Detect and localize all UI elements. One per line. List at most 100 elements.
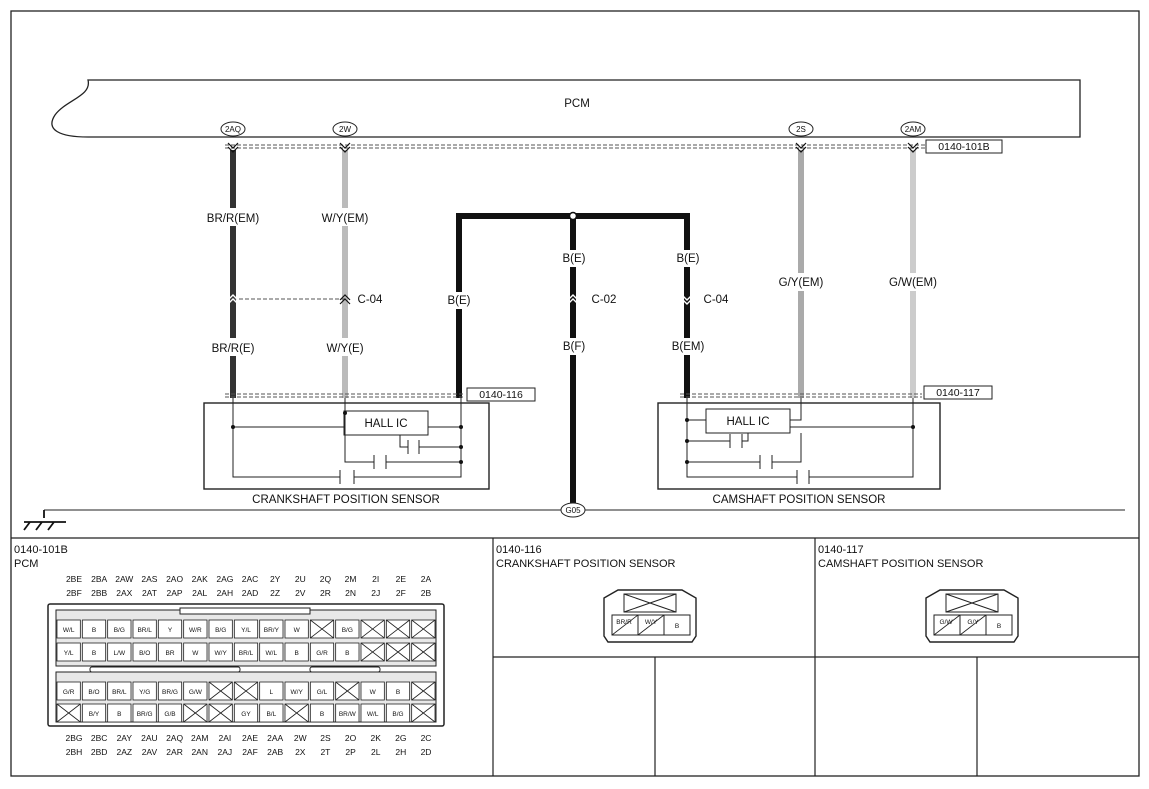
junction-dot bbox=[459, 425, 463, 429]
pcm-cell-empty bbox=[360, 619, 385, 639]
pcm-cell-empty bbox=[310, 619, 334, 639]
pcm-pin-label: 2M bbox=[345, 574, 357, 584]
pcm-cell bbox=[107, 619, 132, 639]
pcm-pin-label: 2L bbox=[371, 747, 381, 757]
ground: G05 bbox=[23, 502, 1125, 531]
pcm-pin-label: 2AK bbox=[192, 574, 208, 584]
pcm-cell bbox=[284, 642, 309, 662]
pcm-cell bbox=[259, 619, 284, 639]
cam-sensor-name: CAMSHAFT POSITION SENSOR bbox=[713, 494, 886, 506]
pcm-pin-label: 2Y bbox=[270, 574, 281, 584]
pcm-cell-label: L bbox=[270, 689, 274, 696]
pcm-pin-label: 2AH bbox=[217, 588, 234, 598]
pcm-cell bbox=[385, 703, 411, 723]
pcm-cell bbox=[157, 681, 183, 701]
pcm-cell bbox=[56, 681, 81, 701]
pcm-cell-label: W bbox=[294, 627, 301, 634]
wire-label-bg bbox=[556, 338, 592, 355]
pcm-pin-label: 2AI bbox=[218, 733, 231, 743]
pcm-cell bbox=[132, 703, 157, 723]
pcm-cell-label: W/L bbox=[266, 650, 278, 657]
pcm-pin-label: 2BG bbox=[65, 733, 82, 743]
pcm-connector-tag bbox=[925, 139, 1003, 154]
pcm-block bbox=[51, 79, 1081, 138]
pcm-cell bbox=[259, 642, 284, 662]
wires: BR/R(EM) BR/R(E) W/Y(EM) W/Y(E) C-04 B(E… bbox=[200, 142, 946, 505]
pin-label-2s: 2S bbox=[796, 125, 806, 134]
pcm-pin-label: 2V bbox=[295, 588, 306, 598]
chevron-2am bbox=[907, 142, 919, 153]
pcm-pin-label: 2D bbox=[421, 747, 432, 757]
pin-circle-2am bbox=[900, 121, 926, 137]
crank-capacitor-2 bbox=[373, 455, 387, 469]
junction-dot bbox=[459, 460, 463, 464]
pcm-cell bbox=[208, 642, 233, 662]
pcm-pin-label: 2R bbox=[320, 588, 331, 598]
wire-label-bg bbox=[440, 292, 478, 309]
crank-hall-ic-label: HALL IC bbox=[364, 418, 407, 430]
pcm-cell-label: B bbox=[345, 650, 349, 657]
pcm-cell bbox=[183, 642, 208, 662]
pcm-pin-label: 2Q bbox=[320, 574, 332, 584]
pcm-cell bbox=[309, 642, 335, 662]
pcm-cell-empty bbox=[360, 642, 385, 662]
pcm-cell-label: W bbox=[192, 650, 199, 657]
pcm-cell bbox=[107, 681, 132, 701]
pcm-pin-label: 2X bbox=[295, 747, 306, 757]
pcm-label: PCM bbox=[564, 98, 590, 110]
pcm-pin-label: 2AL bbox=[192, 588, 207, 598]
pcm-pin-label: 2F bbox=[396, 588, 406, 598]
pcm-pin-label: 2AO bbox=[166, 574, 183, 584]
pcm-pin-label: 2AF bbox=[242, 747, 258, 757]
cam-circuit-signal bbox=[687, 398, 913, 428]
pcm-cell-empty bbox=[386, 619, 410, 639]
pcm-cell bbox=[107, 703, 132, 723]
pcm-cell-label: BR/L bbox=[239, 650, 254, 657]
junction-dot bbox=[685, 418, 689, 422]
cam-pin-1: G/W bbox=[940, 619, 954, 626]
pcm-pin-label: 2Z bbox=[270, 588, 280, 598]
wire-label-b-e-left: B(E) bbox=[448, 295, 471, 307]
pcm-cell-label: W/L bbox=[63, 627, 75, 634]
cam-pin-2: G/Y bbox=[967, 619, 979, 626]
chevron-c04-b bbox=[681, 294, 693, 305]
pcm-pin-label: 2AD bbox=[242, 588, 259, 598]
pcm-cell-label: B/G bbox=[215, 627, 226, 634]
pcm-pin-label: 2AN bbox=[191, 747, 208, 757]
pcm-cell-label: Y/L bbox=[64, 650, 74, 657]
wire-label-g-y-em: G/Y(EM) bbox=[779, 277, 824, 289]
pcm-pin-label: 2U bbox=[295, 574, 306, 584]
pcm-cell-label: B bbox=[92, 650, 96, 657]
pcm-cell-label: B bbox=[117, 711, 121, 718]
wire-label-b-e-center: B(E) bbox=[563, 253, 586, 265]
pcm-cell-label: W/R bbox=[189, 627, 202, 634]
crank-hall-ic-box bbox=[343, 410, 429, 436]
wire-label-b-f: B(F) bbox=[563, 341, 586, 353]
pcm-cell bbox=[132, 642, 157, 662]
pcm-cell bbox=[360, 703, 385, 723]
pcm-cell-label: G/R bbox=[63, 689, 75, 696]
pin-label-2aq: 2AQ bbox=[225, 125, 241, 134]
pcm-cell-empty bbox=[208, 681, 233, 701]
pcm-cell-label: B/G bbox=[114, 627, 125, 634]
crank-pin-1: BR/R bbox=[616, 619, 632, 626]
pcm-cell-label: BR/G bbox=[137, 711, 153, 718]
pcm-cell bbox=[81, 681, 107, 701]
pcm-pin-label: 2AY bbox=[117, 733, 133, 743]
wire-label-bg bbox=[880, 273, 946, 291]
wire-label-br-r-e: BR/R(E) bbox=[212, 343, 255, 355]
pcm-cell-empty bbox=[208, 703, 233, 723]
chevron-c02 bbox=[567, 294, 579, 305]
pcm-cell-label: B/L bbox=[266, 711, 276, 718]
pcm-connector-slot bbox=[309, 666, 381, 673]
pcm-pin-label: 2J bbox=[371, 588, 380, 598]
pcm-cell bbox=[157, 642, 183, 662]
pcm-cell bbox=[56, 619, 81, 639]
chevron-2aq bbox=[227, 142, 239, 153]
pcm-pin-label: 2AA bbox=[267, 733, 283, 743]
pcm-cell bbox=[309, 703, 335, 723]
junction-dot bbox=[231, 425, 235, 429]
pin-diagonal bbox=[611, 614, 665, 636]
cam-connector-code: 0140-117 bbox=[936, 387, 980, 399]
cam-capacitor-1 bbox=[687, 433, 749, 448]
